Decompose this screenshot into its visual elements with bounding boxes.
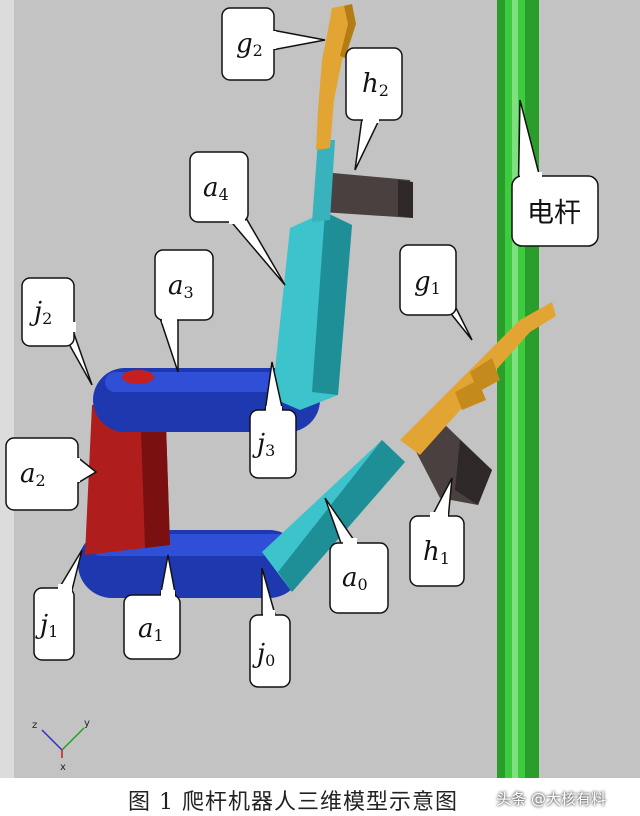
link-a4	[272, 212, 352, 410]
figure-caption: 图 1 爬杆机器人三维模型示意图	[128, 790, 458, 815]
svg-text:h1: h1	[423, 537, 450, 568]
axes-icon: z y x	[32, 718, 90, 773]
axis-z-label: z	[32, 720, 37, 731]
gripper-h2	[312, 140, 413, 222]
svg-text:a3: a3	[168, 271, 194, 302]
callout-g1: g1	[399, 244, 473, 341]
callout-pole: 电杆	[511, 99, 599, 247]
callout-a3: a3	[154, 249, 214, 373]
pole	[497, 0, 539, 778]
callout-h2: h2	[345, 47, 403, 171]
callout-j2: j2	[21, 277, 93, 386]
left-frame-border	[0, 0, 14, 778]
gripper-jaw-g1	[400, 302, 556, 455]
callout-a4: a4	[189, 151, 286, 286]
callout-a0: a0	[324, 497, 389, 614]
svg-text:电杆: 电杆	[527, 198, 581, 229]
axis-x-label: x	[60, 762, 66, 773]
callout-h1: h1	[409, 477, 465, 587]
link-a2	[85, 395, 170, 555]
axis-y-label: y	[84, 718, 90, 729]
svg-text:a0: a0	[342, 563, 368, 594]
gripper-jaw-g2	[316, 4, 356, 150]
svg-text:h2: h2	[362, 69, 389, 100]
svg-text:a4: a4	[203, 173, 229, 204]
svg-text:a1: a1	[138, 614, 164, 645]
figure-caption-bar: 图 1 爬杆机器人三维模型示意图 头条 @大核有料	[0, 778, 640, 816]
callout-g2: g2	[221, 7, 326, 81]
callout-a2: a2	[5, 437, 98, 511]
callout-j0: j0	[249, 567, 291, 688]
svg-text:a2: a2	[20, 459, 46, 490]
svg-text:g1: g1	[414, 267, 441, 298]
callout-a1: a1	[123, 554, 181, 660]
svg-text:g2: g2	[236, 29, 263, 60]
watermark: 头条 @大核有料	[496, 790, 606, 808]
callout-j1: j1	[33, 549, 83, 661]
callout-j3: j3	[249, 361, 297, 479]
